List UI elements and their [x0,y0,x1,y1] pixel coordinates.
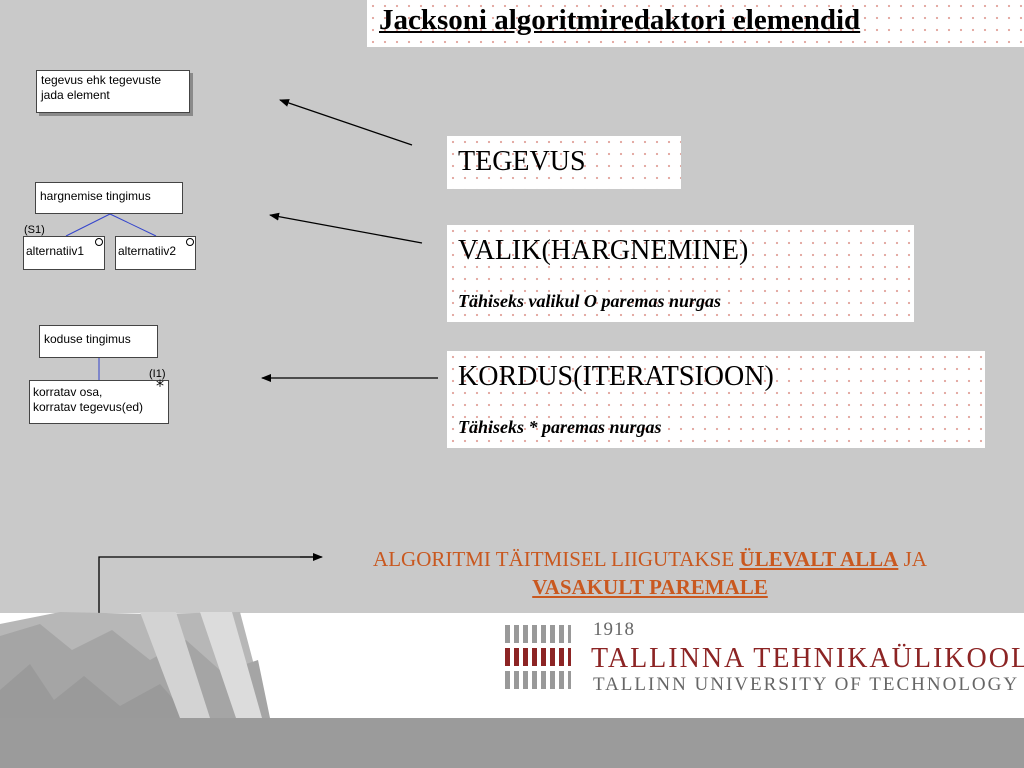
grey-footer-strip [0,718,1024,768]
label-action-heading: TEGEVUS [458,146,586,177]
iteration-star-marker: * [156,376,164,395]
arrow-action [279,99,413,146]
iteration-body-line2: korratav tegevus(ed) [33,400,144,414]
university-logo-icon [505,625,571,689]
selection-alt2-text: alternatiiv2 [118,244,177,258]
label-iteration-heading: KORDUS(ITERATSIOON) [458,361,774,392]
flow-note-part1: ALGORITMI TÄITMISEL LIIGUTAKSE [373,547,740,571]
university-name-english: TALLINN UNIVERSITY OF TECHNOLOGY [593,674,1020,695]
iteration-body-line1: korratav osa, [33,385,103,399]
flow-direction-note: ALGORITMI TÄITMISEL LIIGUTAKSE ÜLEVALT A… [345,545,955,601]
selection-connector-left [65,213,111,237]
slide-title: Jacksoni algoritmiredaktori elemendid [379,4,861,36]
flow-note-em1: ÜLEVALT ALLA [739,547,899,571]
iteration-i-label: (I1) [149,368,166,380]
label-action: TEGEVUS [447,136,681,189]
selection-alt1-box: alternatiiv1 [23,236,105,270]
label-iteration-note: Tähiseks * paremas nurgas [458,417,662,437]
flow-note-em2: VASAKULT PAREMALE [532,575,768,599]
title-box: Jacksoni algoritmiredaktori elemendid [367,0,1024,47]
selection-s-label: (S1) [24,224,45,236]
university-name-estonian: TALLINNA TEHNIKAÜLIKOOL [591,643,1024,674]
flow-note-part2: JA [898,547,927,571]
selection-condition-text: hargnemise tingimus [40,189,151,203]
action-element-box: tegevus ehk tegevuste jada element [36,70,190,113]
action-element-line2: jada element [41,88,110,102]
selection-condition-box: hargnemise tingimus [35,182,183,214]
label-selection: VALIK(HARGNEMINE) Tähiseks valikul O par… [447,225,914,322]
label-selection-heading: VALIK(HARGNEMINE) [458,235,749,266]
selection-alt1-o-marker [95,238,103,246]
arrow-selection [269,212,423,244]
iteration-body-box: korratav osa, korratav tegevus(ed) [29,380,169,424]
selection-connector-right [109,213,157,237]
selection-alt1-text: alternatiiv1 [26,244,85,258]
label-selection-note: Tähiseks valikul O paremas nurgas [458,291,722,311]
label-iteration: KORDUS(ITERATSIOON) Tähiseks * paremas n… [447,351,985,448]
iteration-condition-text: koduse tingimus [44,332,131,346]
iteration-condition-box: koduse tingimus [39,325,158,358]
selection-alt2-box: alternatiiv2 [115,236,196,270]
action-element-line1: tegevus ehk tegevuste [41,73,162,87]
university-year: 1918 [593,619,635,640]
selection-alt2-o-marker [186,238,194,246]
